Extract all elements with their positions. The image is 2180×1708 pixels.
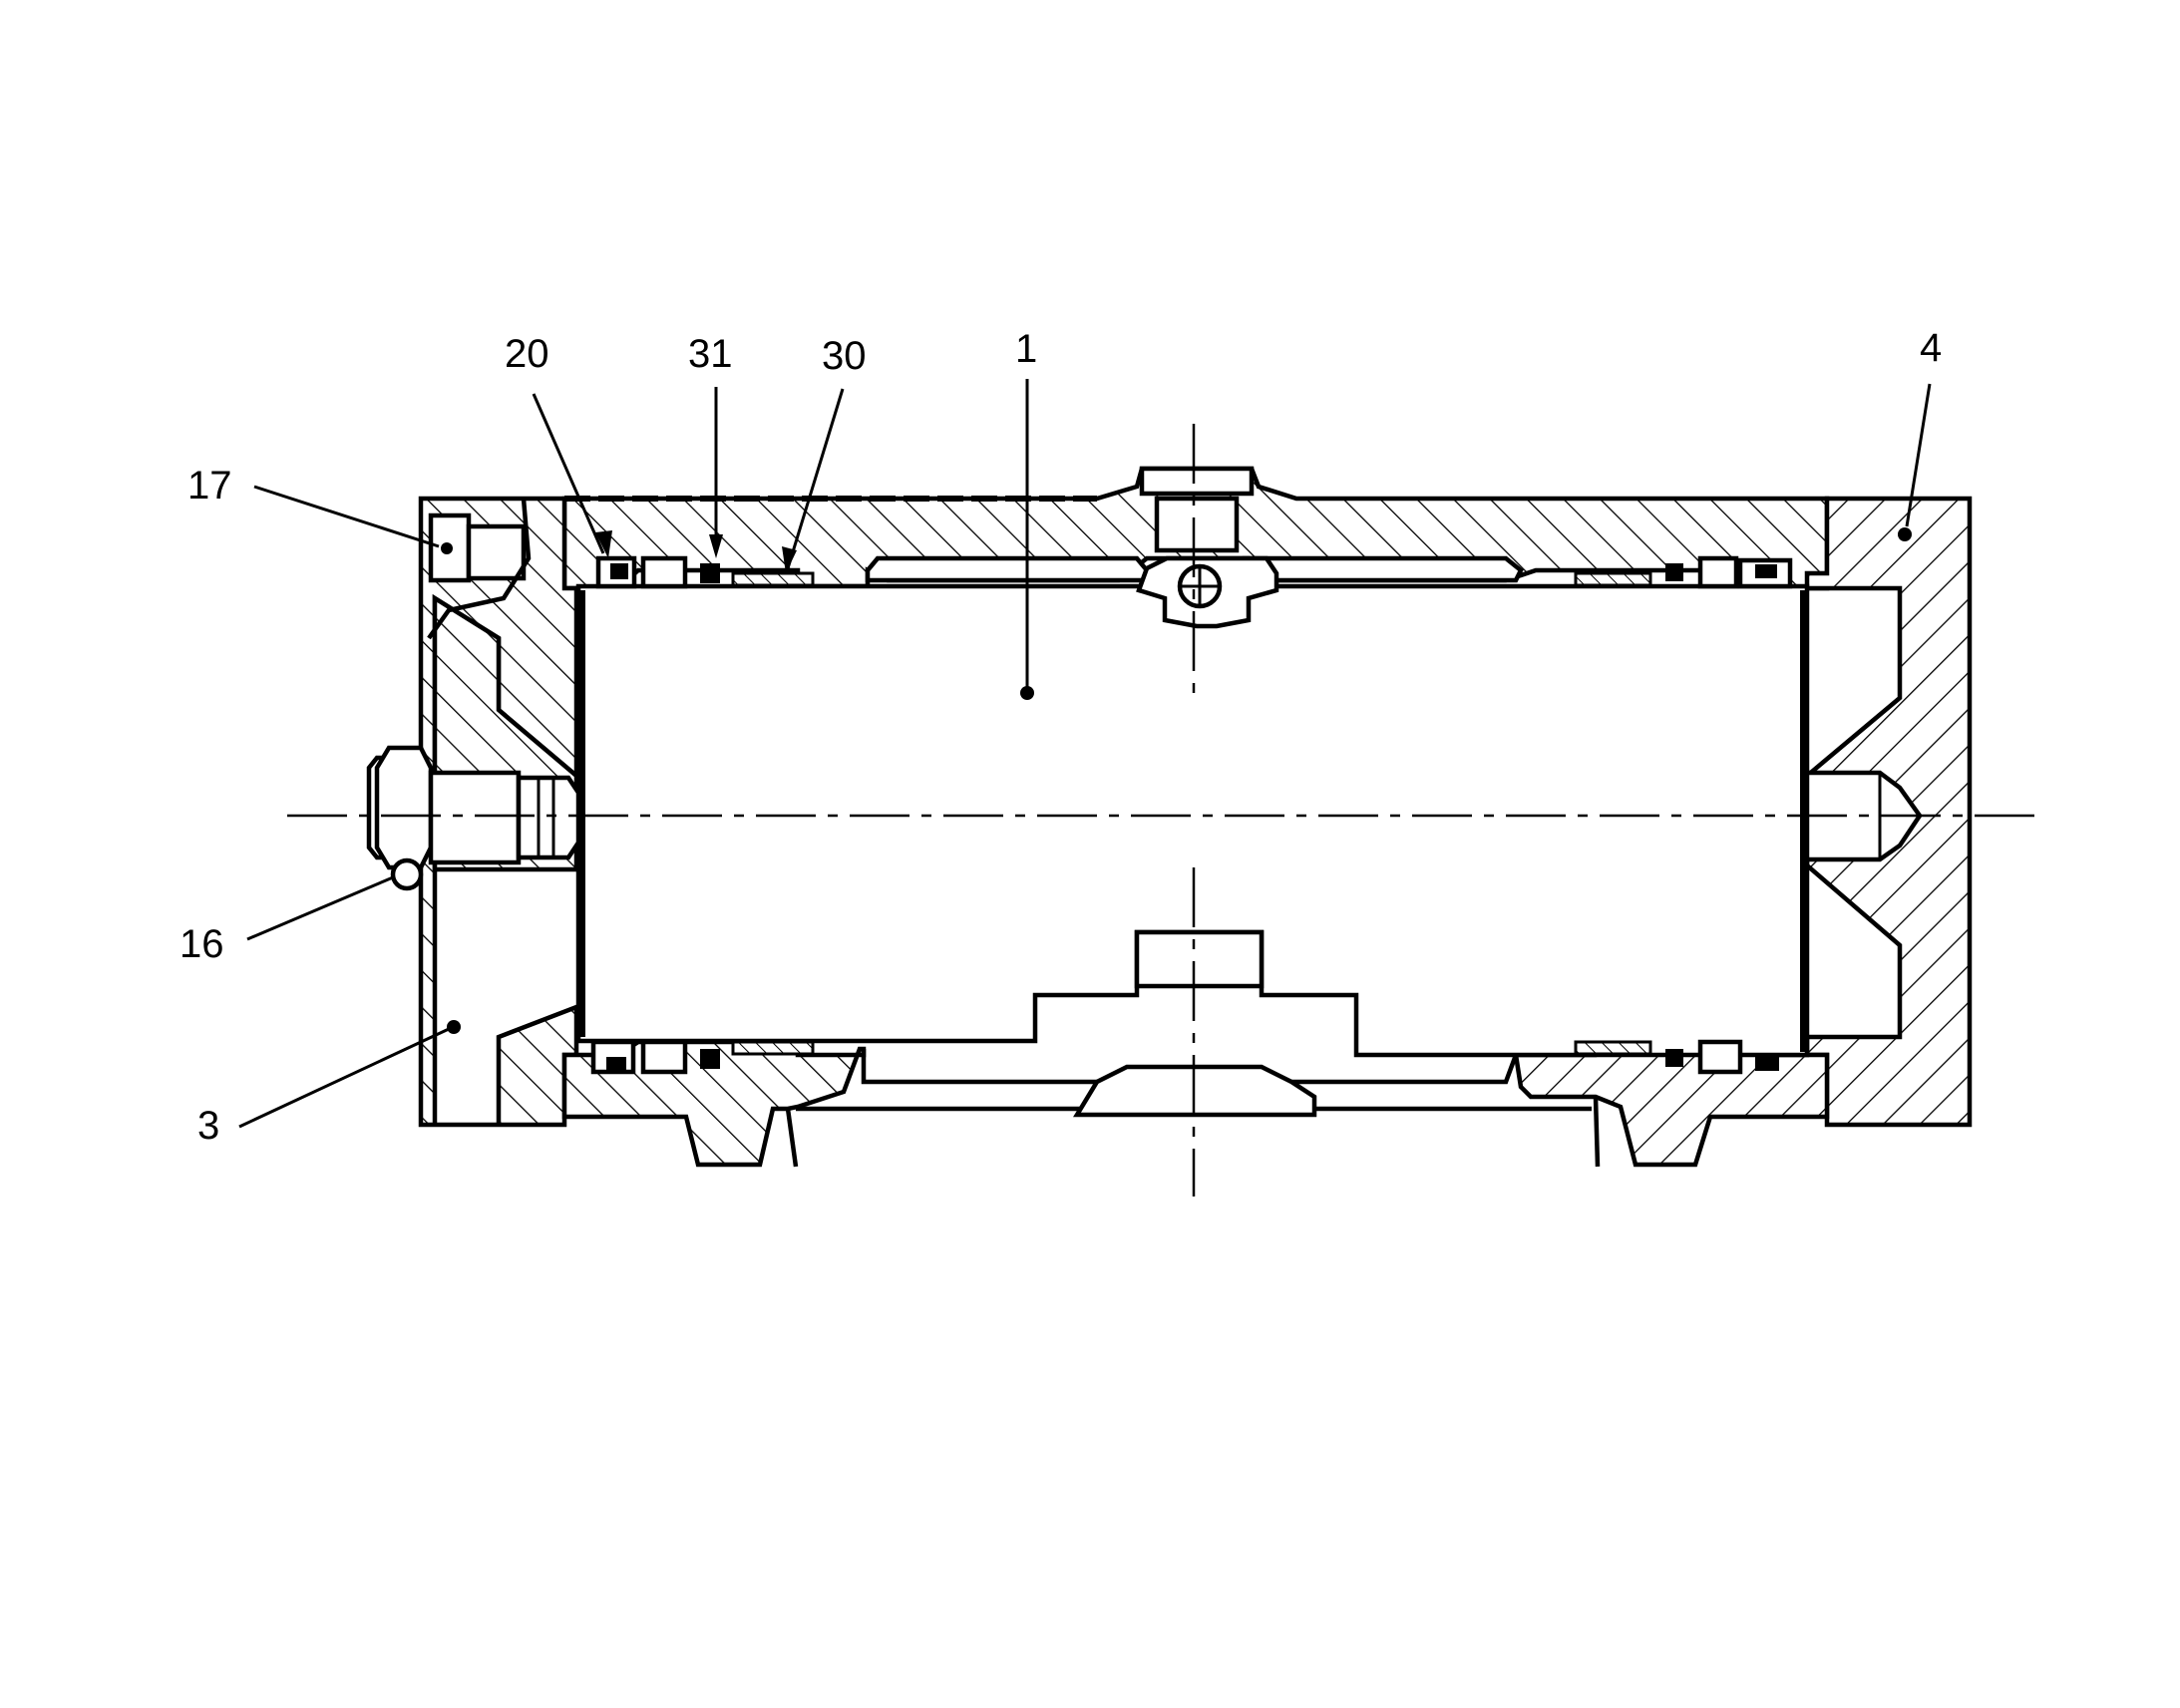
label-3: 3	[197, 1104, 219, 1148]
leader-lines	[238, 379, 1932, 1129]
label-20: 20	[505, 332, 549, 376]
label-4: 4	[1920, 326, 1942, 370]
upper-inner-cavity	[865, 555, 1524, 583]
upper-left-seals	[595, 555, 815, 589]
lower-lug	[1134, 929, 1265, 989]
label-30: 30	[822, 334, 867, 378]
center-lines	[287, 424, 2034, 1196]
label-16: 16	[180, 922, 224, 966]
lower-right-seals	[1574, 1039, 1779, 1075]
upper-top-lug	[1139, 466, 1255, 553]
left-top-screw	[427, 498, 532, 640]
left-shaft-bolt	[366, 745, 581, 891]
upper-right-seals	[1574, 555, 1793, 589]
label-31: 31	[688, 332, 733, 376]
label-1: 1	[1015, 327, 1037, 371]
lower-left-seals	[590, 1039, 815, 1075]
roller-body	[575, 583, 1810, 1058]
lower-frame-bump	[1073, 1064, 1317, 1118]
reference-labels: 17 20 31 30 1 4 16 3	[180, 326, 1942, 1148]
label-17: 17	[187, 464, 232, 508]
upper-fitting	[1136, 555, 1279, 629]
